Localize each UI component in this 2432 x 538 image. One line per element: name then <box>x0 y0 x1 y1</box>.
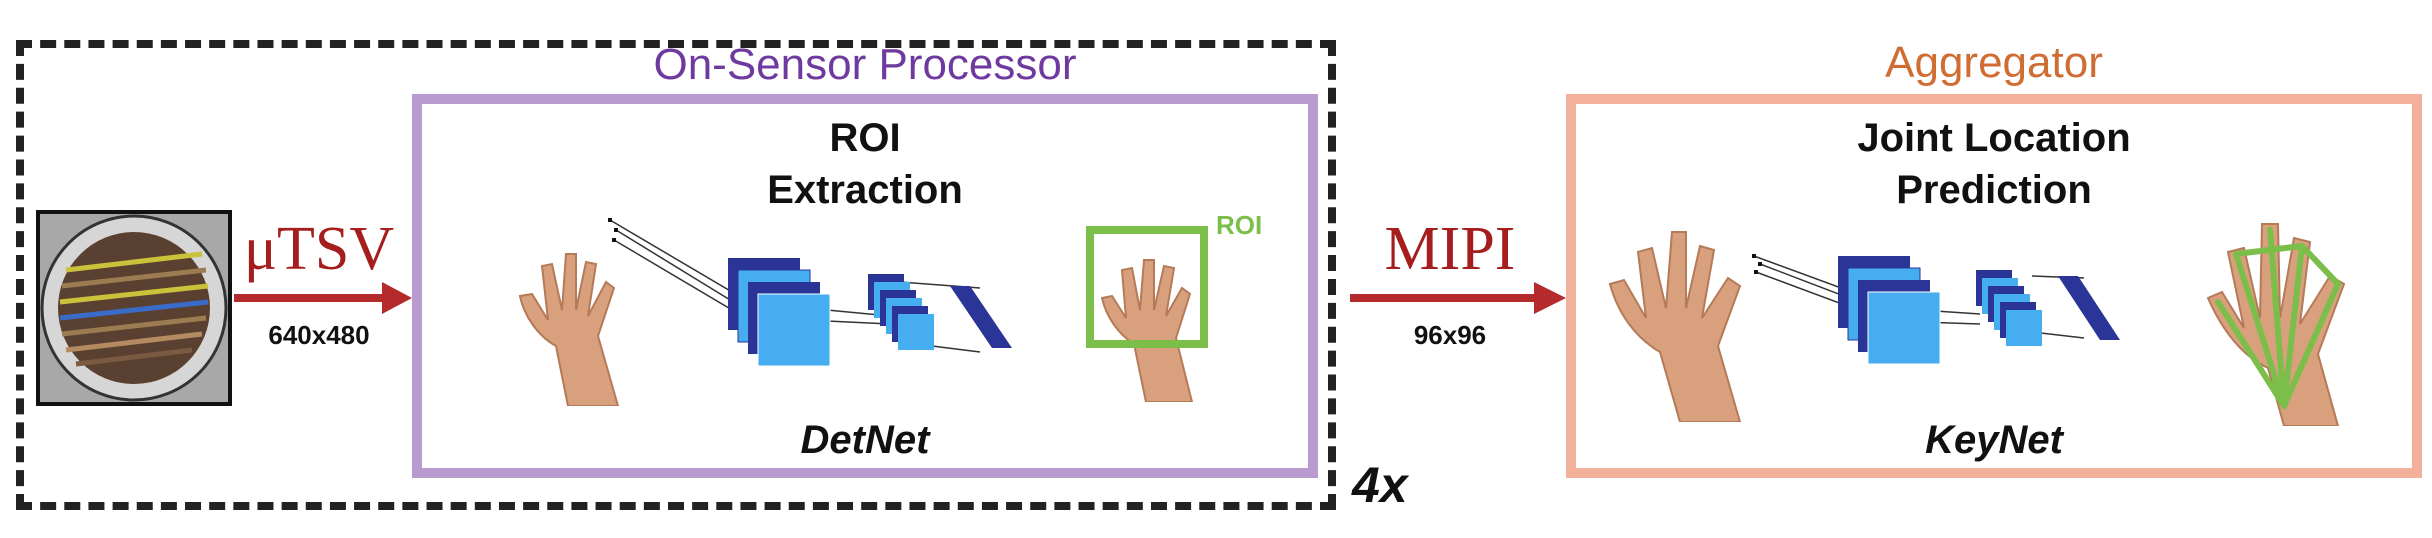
aggregator-heading-line2: Prediction <box>1896 168 2092 212</box>
processor-heading-line1: ROI <box>829 116 901 160</box>
multiplier-label: 4x <box>1352 457 1408 513</box>
keynet-cnn-diagram <box>1752 254 2120 365</box>
processor-heading-line2: Extraction <box>767 168 963 212</box>
hand-keypoints-skeleton <box>2206 223 2346 426</box>
utsv-label: μTSV <box>243 215 395 283</box>
roi-box <box>1086 226 1208 402</box>
utsv-arrow <box>234 282 412 314</box>
mipi-arrow <box>1350 282 1566 314</box>
aggregator-heading-line1: Joint Location <box>1857 116 2131 160</box>
aggregator-title: Aggregator <box>1885 38 2103 87</box>
keynet-label: KeyNet <box>1925 418 2063 462</box>
hand-image <box>518 253 620 406</box>
sensor-group-dashed-box <box>16 40 1336 510</box>
input-resolution-label: 640x480 <box>268 320 370 350</box>
cropped-hand-image <box>1608 231 1742 422</box>
roi-label: ROI <box>1216 210 1263 240</box>
image-sensor-chip-icon <box>36 210 232 406</box>
detnet-cnn-diagram <box>608 218 1012 367</box>
roi-resolution-label: 96x96 <box>1413 320 1487 350</box>
aggregator-heading: Joint Location Prediction <box>1566 112 2422 216</box>
detnet-label: DetNet <box>800 418 930 462</box>
mipi-label: MIPI <box>1384 215 1516 283</box>
processor-title: On-Sensor Processor <box>653 40 1077 89</box>
processor-heading: ROI Extraction <box>412 112 1318 216</box>
